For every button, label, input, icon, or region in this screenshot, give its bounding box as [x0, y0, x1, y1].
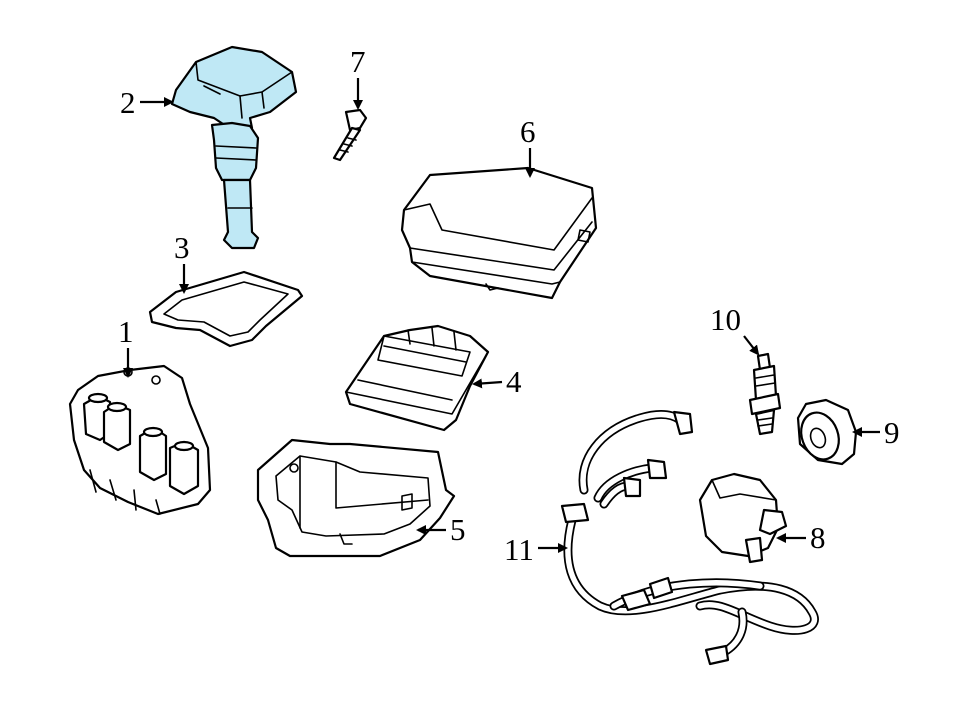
- callout-label-3: 3: [174, 230, 190, 265]
- callout-10: 10: [710, 302, 760, 356]
- callout-label-9: 9: [884, 415, 900, 450]
- callout-label-8: 8: [810, 520, 826, 555]
- callout-4: 4: [472, 364, 522, 399]
- callout-7: 7: [350, 44, 366, 110]
- callout-label-1: 1: [118, 314, 134, 349]
- callout-9: 9: [852, 415, 900, 450]
- callout-arrow-4: [472, 378, 503, 389]
- part-10-spark-plug: [748, 352, 782, 436]
- callout-label-11: 11: [504, 532, 534, 567]
- callout-label-6: 6: [520, 114, 536, 149]
- part-7-bolt: [332, 108, 368, 162]
- part-8-sensor: [698, 472, 788, 564]
- callout-8: 8: [776, 520, 826, 555]
- callout-label-10: 10: [710, 302, 741, 337]
- part-4-control-module: [344, 324, 490, 432]
- callout-arrow-10: [743, 335, 760, 356]
- callout-label-2: 2: [120, 85, 136, 120]
- callout-label-7: 7: [350, 44, 366, 79]
- part-11-wire-harness: [560, 409, 819, 666]
- part-2-ignition-coil: [170, 45, 298, 250]
- callout-1: 1: [118, 314, 134, 378]
- part-1-coil-pack: [68, 364, 212, 516]
- callout-label-4: 4: [506, 364, 522, 399]
- callout-6: 6: [520, 114, 536, 178]
- callout-label-5: 5: [450, 512, 466, 547]
- callout-3: 3: [174, 230, 190, 294]
- part-3-gasket: [148, 270, 304, 348]
- part-9-bushing: [796, 398, 858, 466]
- callout-2: 2: [120, 85, 174, 120]
- callout-5: 5: [416, 512, 466, 547]
- callout-11: 11: [504, 532, 568, 567]
- part-5-tray: [256, 438, 456, 558]
- part-6-cover: [400, 166, 598, 300]
